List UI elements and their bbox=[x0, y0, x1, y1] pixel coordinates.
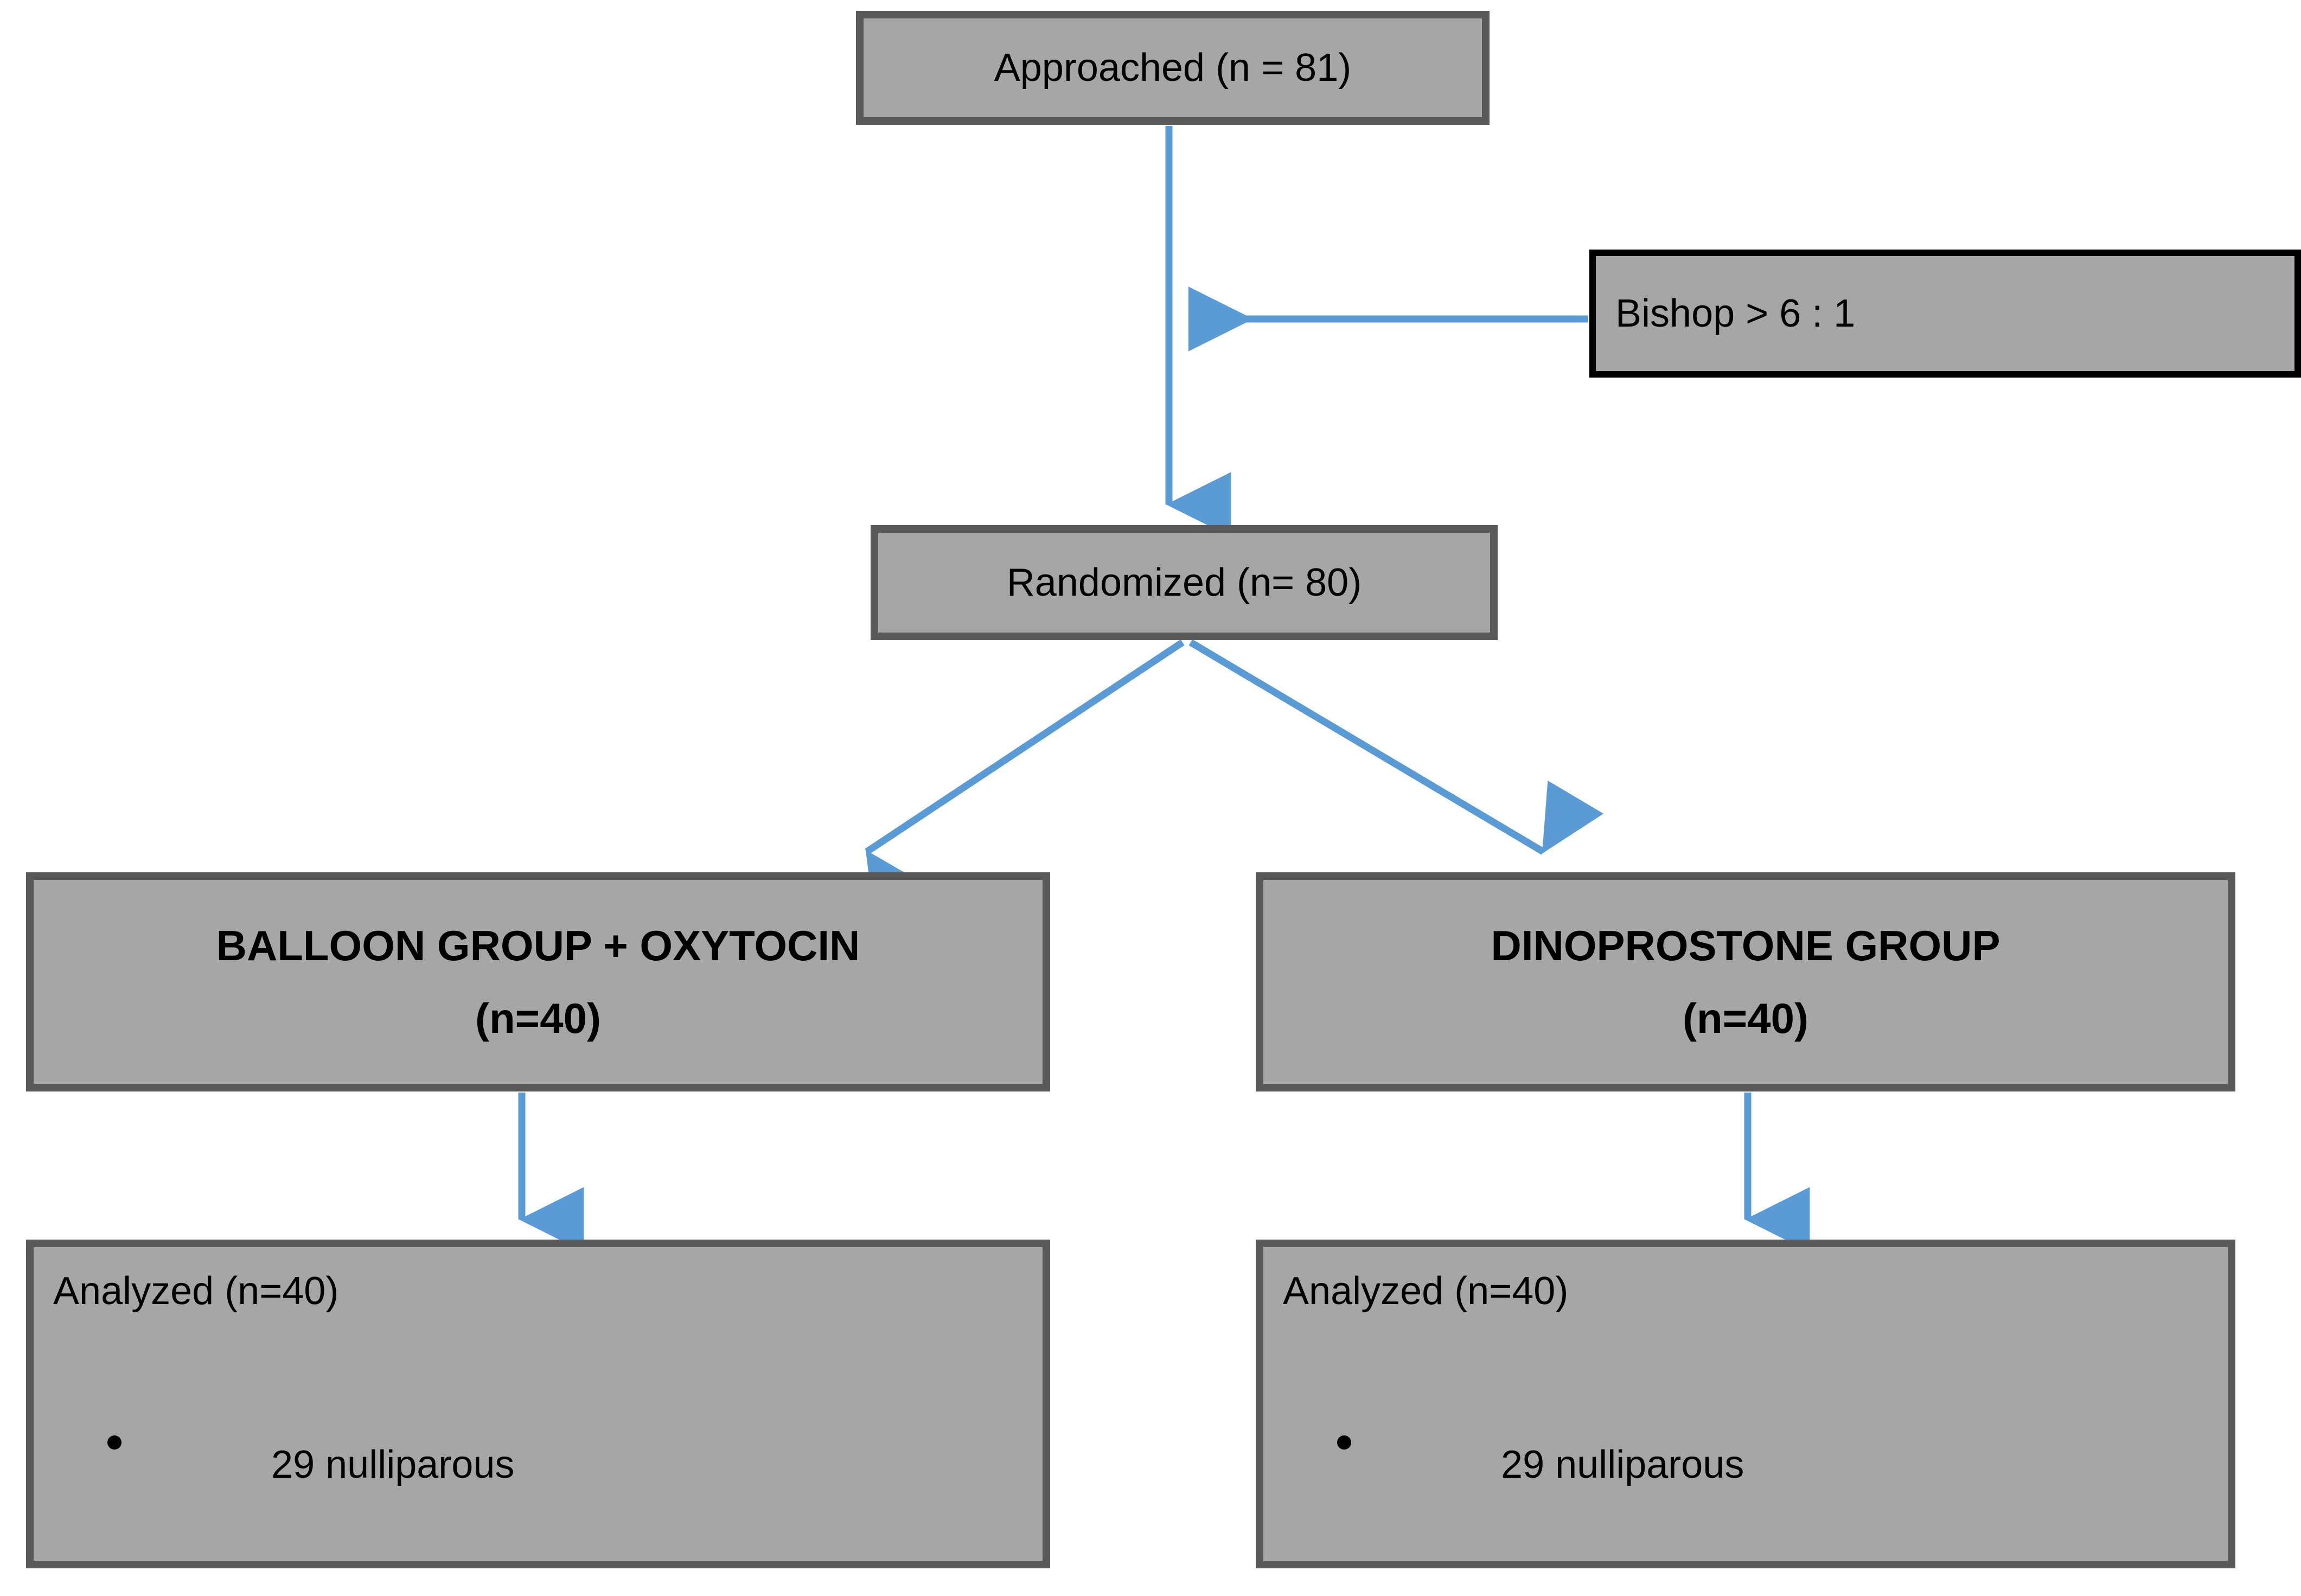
node-randomized: Randomized (n= 80) bbox=[871, 525, 1498, 640]
bullet-dot-icon bbox=[1337, 1435, 1351, 1450]
node-bishop-label: Bishop > 6 : 1 bbox=[1615, 291, 1856, 335]
node-group-dinoprostone-count: (n=40) bbox=[1683, 994, 1808, 1042]
list-item: 11 multiparous bbox=[1263, 1556, 2228, 1596]
node-group-dinoprostone-title: DINOPROSTONE GROUP bbox=[1491, 921, 2000, 969]
analyzed-dinoprostone-content: Analyzed (n=40) 29 nulliparous 11 multip… bbox=[1263, 1247, 2228, 1561]
list-item-label: 29 nulliparous bbox=[1501, 1443, 1744, 1486]
node-group-balloon-title: BALLOON GROUP + OXYTOCIN bbox=[216, 921, 860, 969]
list-item: 29 nulliparous bbox=[34, 1354, 1043, 1531]
bullet-dot-icon bbox=[107, 1435, 122, 1450]
node-approached: Approached (n = 81) bbox=[856, 11, 1490, 125]
node-approached-label: Approached (n = 81) bbox=[994, 46, 1352, 90]
node-analyzed-balloon: Analyzed (n=40) 29 nulliparous 11 multip… bbox=[26, 1240, 1050, 1568]
analyzed-balloon-content: Analyzed (n=40) 29 nulliparous 11 multip… bbox=[34, 1247, 1043, 1561]
analyzed-dinoprostone-heading: Analyzed (n=40) bbox=[1283, 1269, 1569, 1313]
analyzed-dinoprostone-bullet-list: 29 nulliparous 11 multiparous bbox=[1263, 1354, 2228, 1596]
node-group-balloon-oxytocin: BALLOON GROUP + OXYTOCIN (n=40) bbox=[26, 872, 1050, 1091]
analyzed-balloon-heading: Analyzed (n=40) bbox=[53, 1269, 339, 1313]
node-group-dinoprostone: DINOPROSTONE GROUP (n=40) bbox=[1256, 872, 2235, 1091]
list-item-label: 29 nulliparous bbox=[271, 1443, 515, 1486]
list-item: 29 nulliparous bbox=[1263, 1354, 2228, 1531]
node-analyzed-dinoprostone: Analyzed (n=40) 29 nulliparous 11 multip… bbox=[1256, 1240, 2235, 1568]
analyzed-balloon-bullet-list: 29 nulliparous 11 multiparous bbox=[34, 1354, 1043, 1596]
node-bishop-exclusion: Bishop > 6 : 1 bbox=[1589, 250, 2301, 378]
node-randomized-label: Randomized (n= 80) bbox=[1006, 560, 1362, 604]
edge-randomized-to-group-right bbox=[1188, 639, 1604, 855]
edge-randomized-to-group-left bbox=[865, 639, 1185, 923]
node-group-balloon-count: (n=40) bbox=[475, 994, 601, 1042]
list-item: 11 multiparous bbox=[34, 1556, 1043, 1596]
